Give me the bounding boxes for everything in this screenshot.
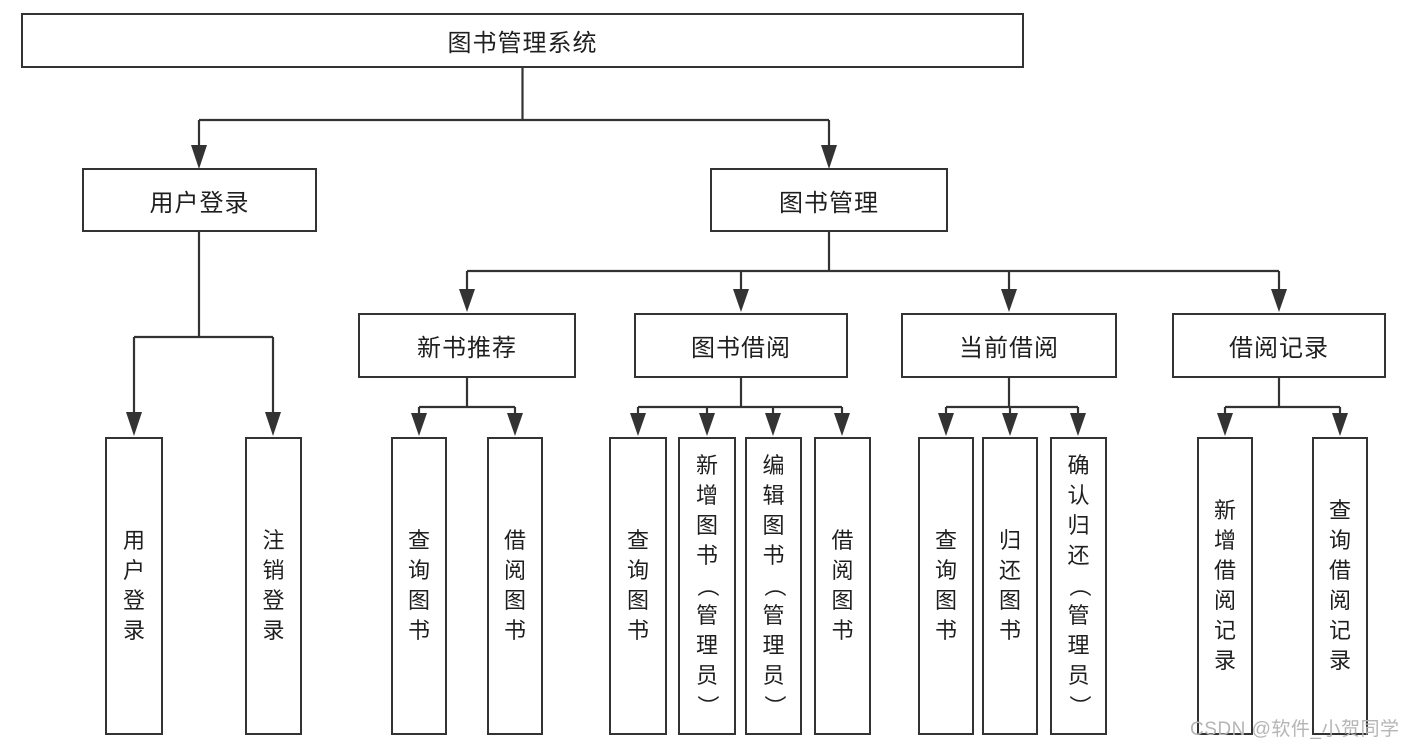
leaf-borrow-books-borrowing-label: 借阅图书 — [831, 528, 854, 643]
leaf-add-book-admin: 新增图书（管理员） — [678, 437, 736, 735]
arrowhead-icon — [191, 145, 207, 169]
connector-borrow-records-to-children — [1217, 378, 1348, 436]
leaf-query-books-current-label: 查询图书 — [935, 528, 958, 643]
node-book-management-label: 图书管理 — [779, 189, 879, 217]
leaf-logout-label: 注销登录 — [262, 528, 285, 643]
node-book-management: 图书管理 — [710, 168, 948, 232]
node-borrowing-records-label: 借阅记录 — [1229, 335, 1329, 362]
arrowhead-icon — [630, 413, 646, 436]
node-book-borrowing-label: 图书借阅 — [691, 335, 791, 362]
leaf-query-borrow-record-label: 查询借阅记录 — [1329, 498, 1352, 673]
watermark: CSDN @软件_小贺同学 — [1190, 719, 1400, 740]
connector-line — [944, 378, 1080, 415]
connector-user-login-to-children — [126, 232, 281, 436]
connector-line — [465, 232, 1281, 291]
node-user-login-label: 用户登录 — [149, 189, 250, 217]
connector-root-to-branches — [191, 68, 837, 169]
leaf-query-books-current: 查询图书 — [918, 437, 974, 735]
node-current-borrowing: 当前借阅 — [901, 313, 1117, 378]
connector-book-management-to-sections — [459, 232, 1287, 312]
leaf-confirm-return-admin: 确认归还（管理员） — [1050, 437, 1107, 735]
node-new-book-recommend: 新书推荐 — [358, 313, 576, 378]
arrowhead-icon — [938, 413, 954, 436]
arrowhead-icon — [507, 413, 523, 436]
arrowhead-icon — [834, 413, 850, 436]
connector-line — [417, 378, 517, 415]
leaf-return-books: 归还图书 — [982, 437, 1038, 735]
leaf-borrow-books-recommend-label: 借阅图书 — [504, 528, 527, 643]
connector-line — [132, 232, 275, 414]
node-root-label: 图书管理系统 — [447, 30, 598, 57]
arrowhead-icon — [1002, 413, 1018, 436]
node-book-borrowing: 图书借阅 — [634, 313, 848, 378]
connector-line — [1223, 378, 1342, 415]
leaf-user-login-label: 用户登录 — [123, 528, 146, 643]
leaf-query-borrow-record: 查询借阅记录 — [1312, 437, 1368, 735]
node-borrowing-records: 借阅记录 — [1172, 313, 1386, 378]
leaf-logout: 注销登录 — [245, 437, 302, 735]
leaf-return-books-label: 归还图书 — [999, 528, 1022, 643]
leaf-query-books-borrowing-label: 查询图书 — [627, 528, 650, 643]
leaf-borrow-books-borrowing: 借阅图书 — [814, 437, 871, 735]
arrowhead-icon — [733, 289, 749, 312]
connector-line — [636, 378, 844, 415]
node-root: 图书管理系统 — [21, 13, 1024, 68]
connector-line — [197, 68, 831, 147]
arrowhead-icon — [1332, 413, 1348, 436]
leaf-edit-book-admin: 编辑图书（管理员） — [745, 437, 802, 735]
node-new-book-recommend-label: 新书推荐 — [417, 335, 517, 362]
arrowhead-icon — [1217, 413, 1233, 436]
leaf-add-borrow-record: 新增借阅记录 — [1197, 437, 1253, 735]
arrowhead-icon — [765, 413, 781, 436]
arrowhead-icon — [699, 413, 715, 436]
leaf-edit-book-admin-label: 编辑图书（管理员） — [761, 453, 787, 718]
arrowhead-icon — [821, 145, 837, 169]
leaf-add-book-admin-label: 新增图书（管理员） — [695, 453, 720, 718]
node-user-login: 用户登录 — [82, 168, 317, 232]
leaf-confirm-return-admin-label: 确认归还（管理员） — [1066, 453, 1092, 718]
leaf-user-login: 用户登录 — [105, 437, 163, 735]
node-current-borrowing-label: 当前借阅 — [959, 335, 1059, 362]
leaf-query-books-borrowing: 查询图书 — [609, 437, 667, 735]
connector-book-borrowing-to-children — [630, 378, 850, 436]
leaf-query-books-recommend: 查询图书 — [391, 437, 447, 735]
arrowhead-icon — [411, 413, 427, 436]
arrowhead-icon — [1070, 413, 1086, 436]
arrowhead-icon — [1001, 289, 1017, 312]
connector-current-borrowing-to-children — [938, 378, 1086, 436]
arrowhead-icon — [459, 289, 475, 312]
leaf-add-borrow-record-label: 新增借阅记录 — [1214, 498, 1237, 673]
arrowhead-icon — [126, 412, 142, 436]
leaf-borrow-books-recommend: 借阅图书 — [487, 437, 543, 735]
leaf-query-books-recommend-label: 查询图书 — [408, 528, 431, 643]
arrowhead-icon — [1271, 289, 1287, 312]
arrowhead-icon — [265, 412, 281, 436]
connector-new-book-to-children — [411, 378, 523, 436]
